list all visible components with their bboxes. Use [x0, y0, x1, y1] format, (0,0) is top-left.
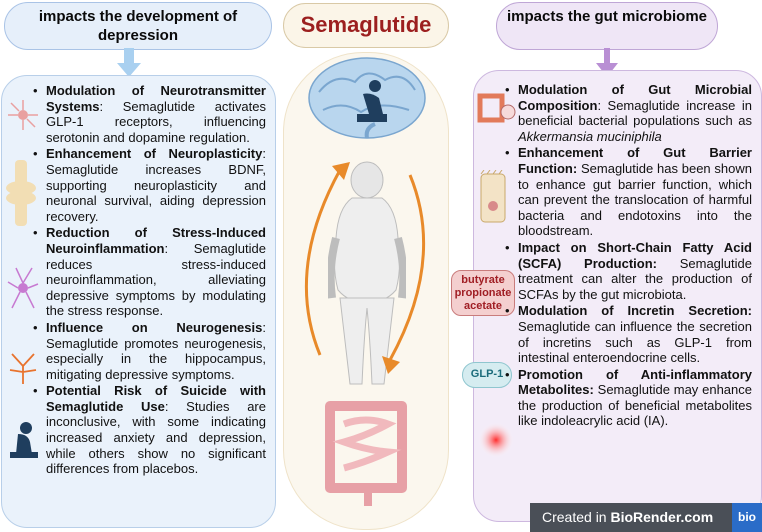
list-item: Enhancement of Gut Barrier Function: Sem… [505, 145, 752, 239]
header-gut-microbiome: impacts the gut microbiome [496, 2, 718, 50]
list-item: Modulation of Gut Microbial Composition:… [505, 82, 752, 144]
neuron-icon [8, 100, 38, 130]
credit-brand: BioRender.com [610, 509, 714, 525]
inflammation-spot-icon [478, 422, 514, 458]
biorender-credit[interactable]: Created in BioRender.com [530, 503, 762, 532]
scfa-tag-line-2: propionate [454, 287, 512, 299]
neuron-branch-icon [9, 353, 37, 384]
list-item: Influence on Neurogenesis: Semaglutide p… [33, 320, 266, 382]
epithelial-cell-icon [480, 170, 506, 223]
list-item: Potential Risk of Suicide with Semagluti… [33, 383, 266, 477]
joint-icon [6, 160, 36, 226]
list-item: Enhancement of Neuroplasticity: Semaglut… [33, 146, 266, 224]
microglia-icon [7, 267, 39, 309]
cycle-arrow-icon [304, 162, 426, 374]
header-depression: impacts the development of depression [4, 2, 272, 50]
body-silhouette-icon [328, 161, 406, 385]
gut-list: Modulation of Gut Microbial Composition:… [505, 82, 752, 430]
sad-person-icon [10, 422, 38, 458]
credit-prefix: Created in [542, 509, 611, 525]
scfa-tag-line-3: acetate [464, 300, 502, 312]
scfa-tag-line-1: butyrate [461, 274, 505, 286]
depression-list: Modulation of Neurotransmitter Systems: … [33, 83, 266, 478]
brain-depressed-person-icon [308, 57, 426, 139]
header-semaglutide: Semaglutide [283, 3, 449, 48]
gut-bacteria-icon [477, 93, 516, 123]
list-item: Promotion of Anti-inflammatory Metabolit… [505, 367, 752, 429]
glp1-tag: GLP-1 [462, 362, 512, 388]
list-item: Modulation of Neurotransmitter Systems: … [33, 83, 266, 145]
list-item: Modulation of Incretin Secretion: Semagl… [505, 303, 752, 365]
arrow-down-blue-icon [117, 48, 141, 77]
intestines-icon [325, 401, 407, 506]
list-item: Impact on Short-Chain Fatty Acid (SCFA) … [505, 240, 752, 302]
biorender-logo-icon[interactable]: bio [732, 503, 762, 532]
list-item: Reduction of Stress-Induced Neuroinflamm… [33, 225, 266, 319]
